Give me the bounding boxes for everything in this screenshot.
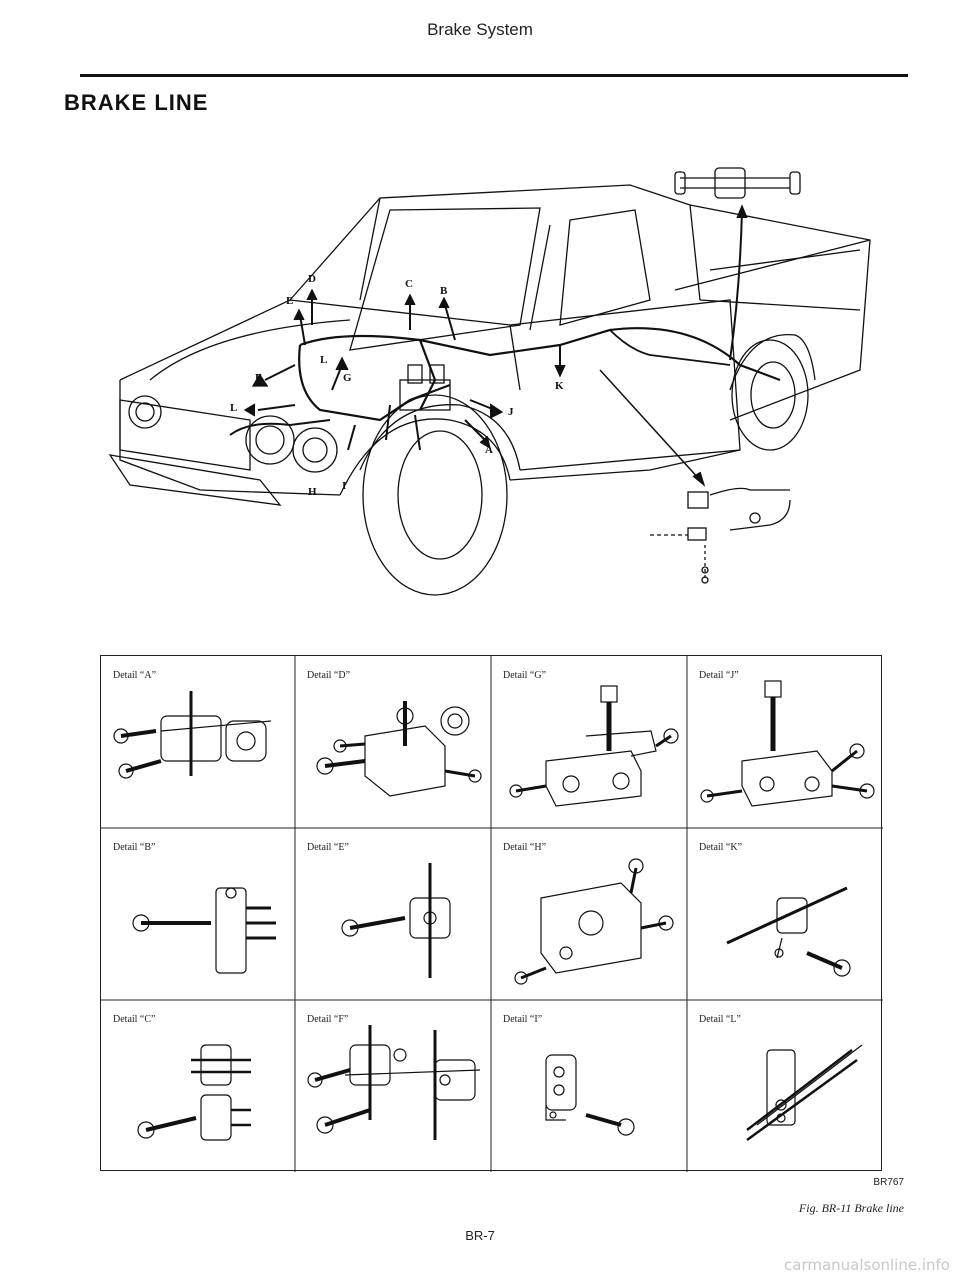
detail-e-label: Detail “E”	[307, 842, 349, 853]
callout-j: J	[508, 406, 514, 418]
callout-l-lower: L	[230, 402, 238, 414]
detail-h-label: Detail “H”	[503, 842, 547, 853]
page-header-title: Brake System	[427, 20, 533, 39]
callout-g: G	[343, 372, 352, 384]
figure-caption: Fig. BR-11 Brake line	[798, 1201, 904, 1215]
figure-code: BR767	[873, 1177, 904, 1188]
section-title: BRAKE LINE	[64, 90, 209, 115]
truck-brake-line-illustration: D E C B F L G L J A K I H	[90, 150, 910, 620]
page-number: BR-7	[465, 1228, 495, 1243]
detail-g: Detail “G”	[491, 656, 687, 828]
callout-b: B	[440, 285, 448, 297]
callout-e: E	[286, 295, 294, 307]
detail-c: Detail “C”	[101, 1000, 295, 1172]
callout-h: H	[308, 486, 317, 498]
detail-c-label: Detail “C”	[113, 1014, 156, 1025]
watermark: carmanualsonline.info	[784, 1256, 950, 1274]
detail-i-label: Detail “I”	[503, 1014, 543, 1025]
detail-a: Detail “A”	[101, 656, 295, 828]
callout-f: F	[255, 372, 262, 384]
detail-e: Detail “E”	[295, 828, 491, 1000]
callout-c: C	[405, 278, 413, 290]
detail-b-label: Detail “B”	[113, 842, 156, 853]
detail-j-label: Detail “J”	[699, 670, 739, 681]
detail-k: Detail “K”	[687, 828, 883, 1000]
detail-f: Detail “F”	[295, 1000, 491, 1172]
detail-k-label: Detail “K”	[699, 842, 743, 853]
header-rule	[80, 74, 908, 77]
detail-d-label: Detail “D”	[307, 670, 351, 681]
detail-d: Detail “D”	[295, 656, 491, 828]
detail-a-label: Detail “A”	[113, 670, 157, 681]
detail-b: Detail “B”	[101, 828, 295, 1000]
detail-l: Detail “L”	[687, 1000, 883, 1172]
detail-h: Detail “H”	[491, 828, 687, 1000]
callout-a: A	[485, 444, 493, 456]
detail-j: Detail “J”	[687, 656, 883, 828]
detail-f-label: Detail “F”	[307, 1014, 349, 1025]
detail-grid: Detail “A” Detail “D” Detail “G”	[100, 655, 883, 1172]
callout-k: K	[555, 380, 564, 392]
detail-l-label: Detail “L”	[699, 1014, 741, 1025]
callout-l-upper: L	[320, 354, 328, 366]
callout-i: I	[342, 480, 347, 492]
callout-d: D	[308, 273, 316, 285]
detail-g-label: Detail “G”	[503, 670, 547, 681]
detail-i: Detail “I”	[491, 1000, 687, 1172]
